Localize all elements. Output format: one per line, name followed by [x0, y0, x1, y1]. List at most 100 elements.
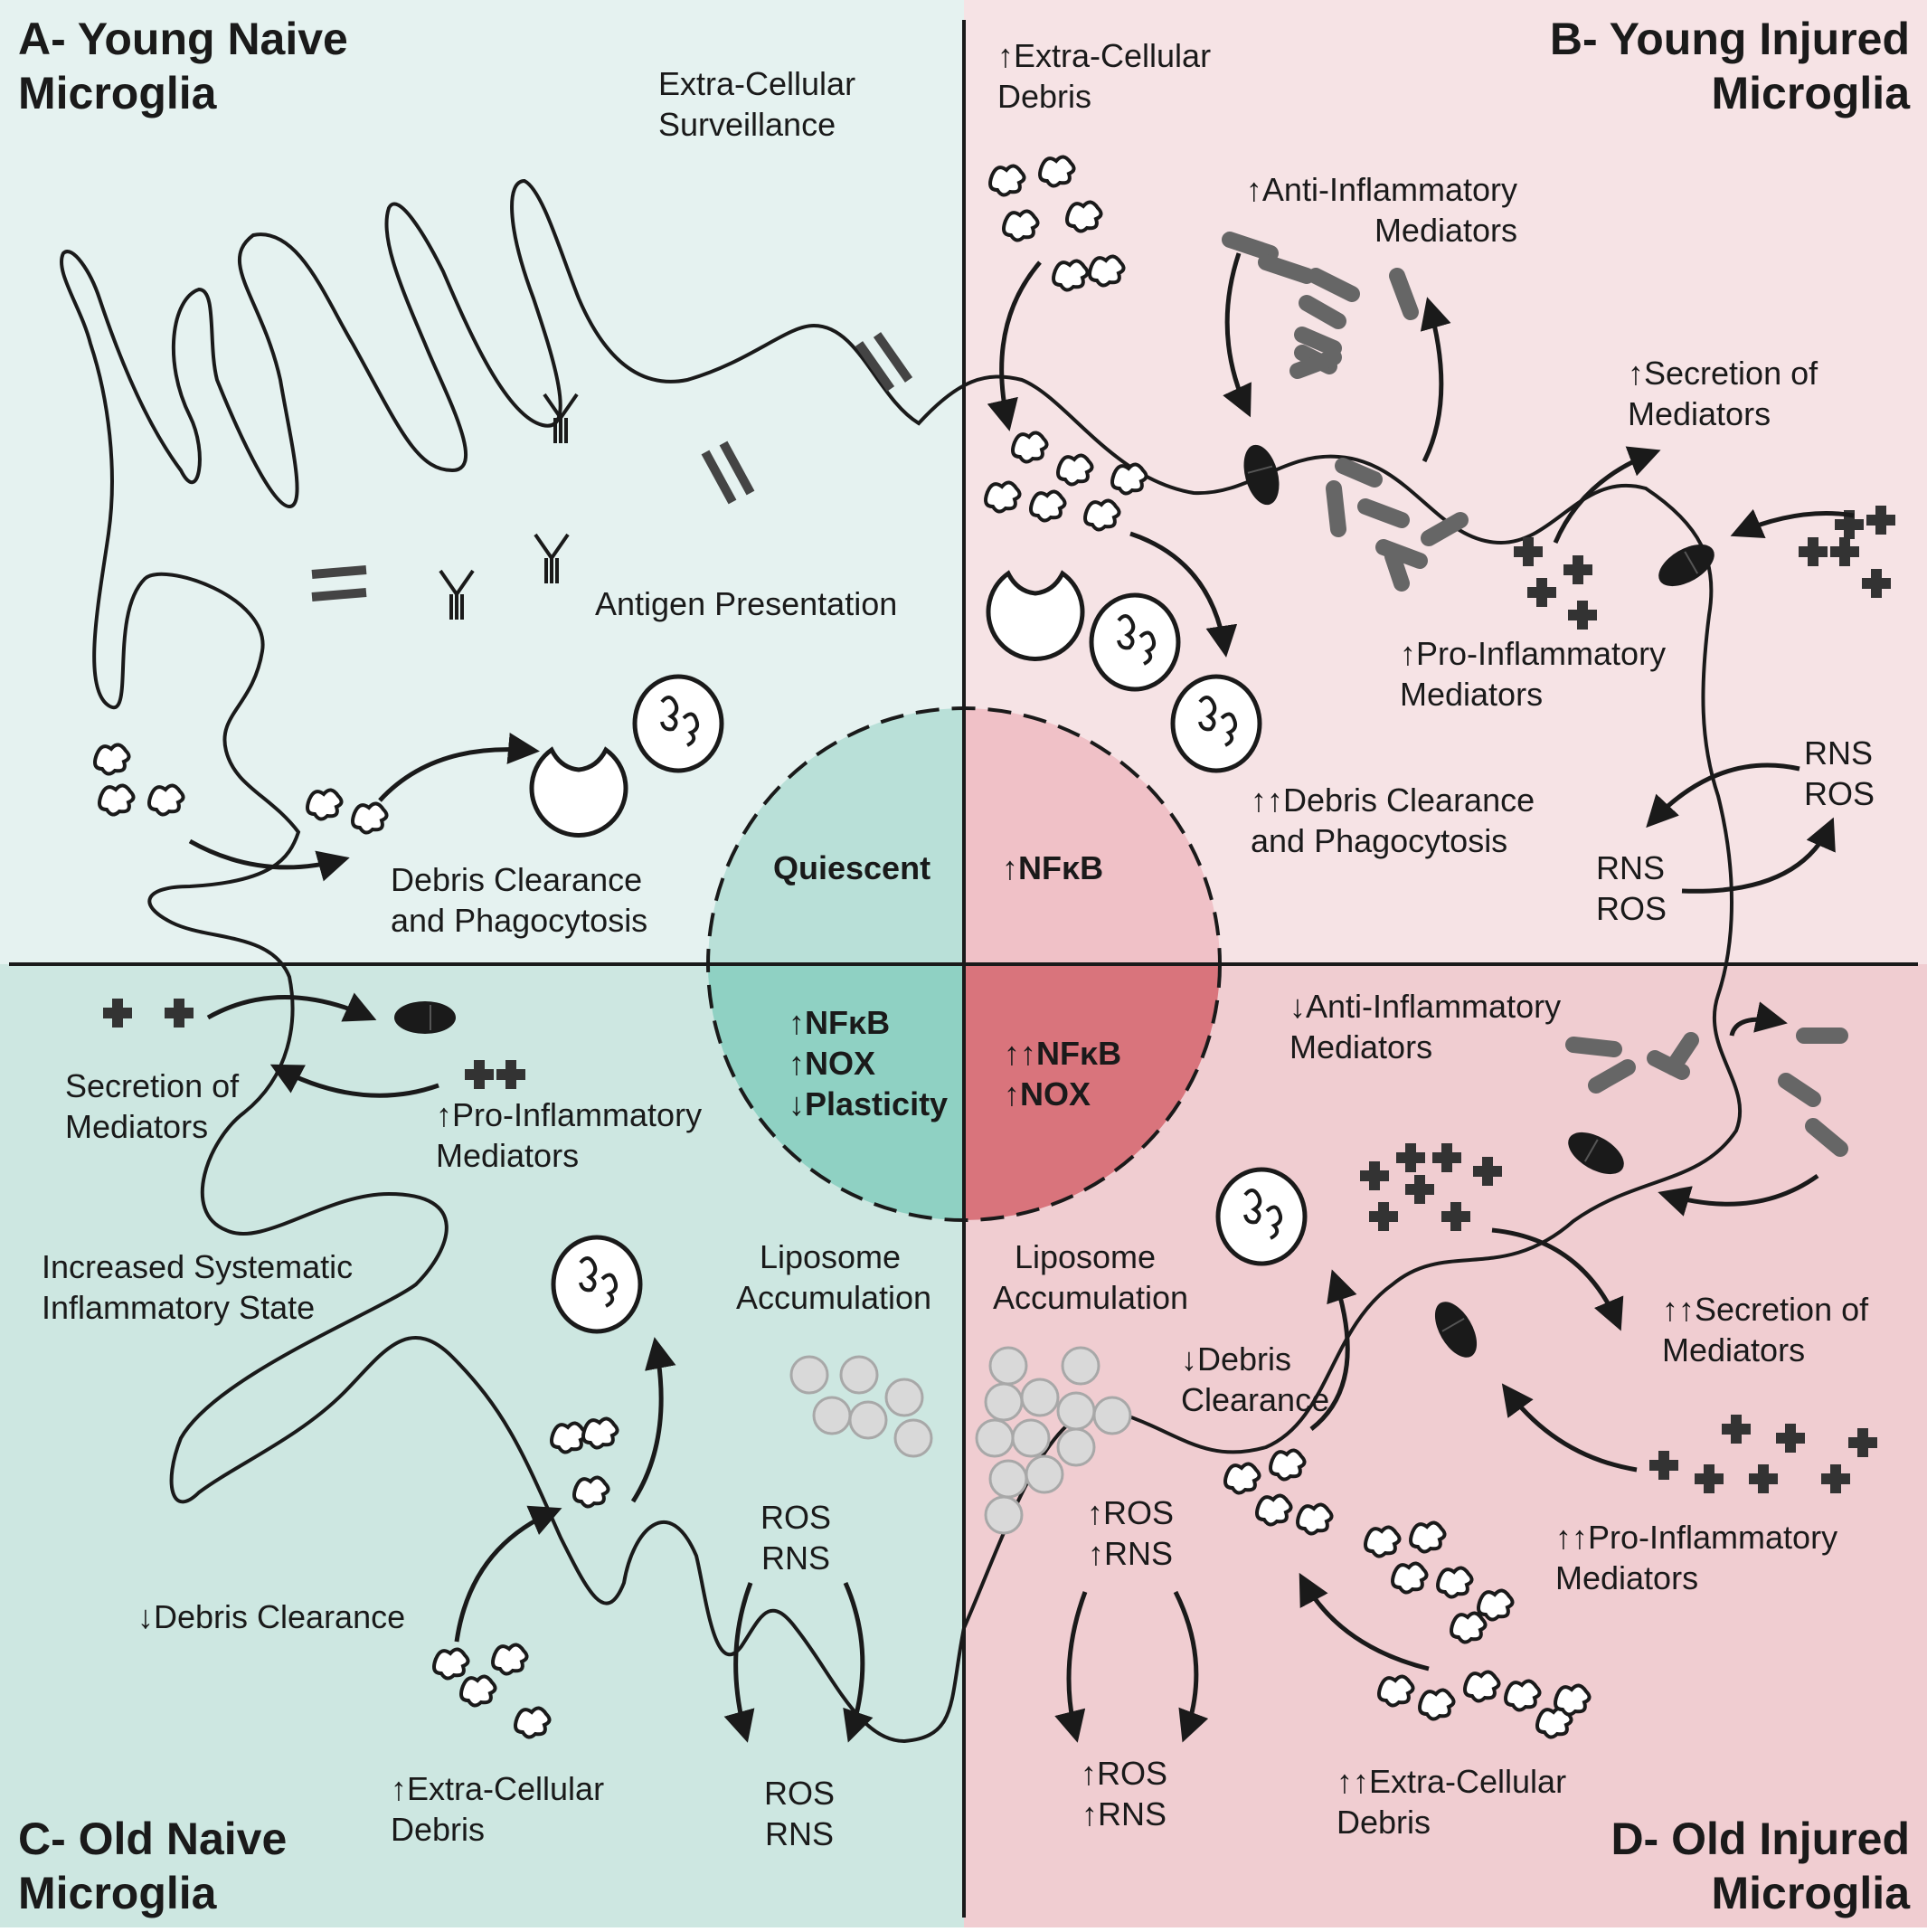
debris-icon	[1088, 254, 1126, 288]
ros-label: ROS	[1804, 775, 1875, 812]
secretion-label: ↑↑Secretion of	[1662, 1291, 1869, 1328]
debris-icon	[1418, 1688, 1456, 1721]
debris-icon	[432, 1647, 470, 1681]
secretion-label: Mediators	[65, 1108, 208, 1145]
systemic-inflammation-label: Increased Systematic	[42, 1248, 353, 1285]
ros-rns-arrow	[843, 1581, 874, 1743]
phagocytosis-arrow	[630, 1337, 676, 1503]
debris-icon	[1110, 462, 1148, 496]
anti-inflammatory-label: ↓Anti-Inflammatory	[1289, 988, 1561, 1025]
antigen-label: Antigen Presentation	[595, 585, 897, 622]
debris-icon	[572, 1475, 610, 1509]
mediator-inflow-arrow	[1730, 508, 1855, 539]
mediator-outflow-arrow	[1420, 297, 1451, 463]
panel-c-title: Microglia	[18, 1868, 218, 1918]
debris-icon	[1029, 489, 1067, 523]
secretion-label: Mediators	[1662, 1331, 1805, 1368]
debris-clearance-label: ↓Debris	[1181, 1340, 1291, 1378]
debris-icon	[1083, 498, 1121, 532]
secretion-arrow	[1553, 446, 1661, 544]
debris-icon	[93, 743, 131, 776]
nfkb-label: ↑NFκB	[789, 1004, 890, 1041]
ros-label: ROS	[760, 1499, 831, 1536]
debris-icon	[306, 788, 344, 821]
panel-b-title: B- Young Injured	[1550, 14, 1910, 64]
nfkb-label: ↑↑NFκB	[1004, 1035, 1121, 1072]
debris-icon	[550, 1421, 588, 1454]
panel-b-title: Microglia	[1712, 68, 1912, 118]
panel-a-title: A- Young Naive	[18, 14, 348, 64]
nox-label: ↑NOX	[789, 1045, 875, 1082]
debris-clearance-label: ↓Debris Clearance	[137, 1598, 405, 1635]
debris-icon	[98, 783, 136, 817]
debris-label: ↑Extra-Cellular	[391, 1770, 604, 1807]
debris-icon	[1463, 1670, 1501, 1703]
ros-rns-arrow	[1681, 817, 1836, 894]
liposome-label: Accumulation	[736, 1279, 931, 1316]
debris-icon	[1364, 1525, 1402, 1558]
mediator-inflow-arrow	[206, 992, 377, 1022]
phagosome-icon	[553, 1237, 640, 1331]
debris-icon	[1052, 259, 1090, 292]
secretion-label: Secretion of	[65, 1067, 240, 1104]
debris-icon	[1038, 155, 1076, 188]
debris-icon	[1056, 453, 1094, 487]
debris-icon	[1436, 1566, 1474, 1599]
quiescent-label: Quiescent	[773, 849, 930, 886]
ros-label: ROS	[1596, 890, 1667, 927]
anti-inflammatory-label: ↑Anti-Inflammatory	[1246, 171, 1517, 208]
mediator-inflow-arrow	[1501, 1383, 1638, 1473]
secretion-arrow	[269, 1064, 439, 1098]
panel-a-title: Microglia	[18, 68, 218, 118]
panel-c-title: C- Old Naive	[18, 1814, 287, 1864]
receptor-icon	[393, 1000, 457, 1035]
ros-rns-arrow	[1054, 1591, 1088, 1743]
debris-icon	[351, 801, 389, 835]
debris-icon	[514, 1706, 552, 1739]
debris-label: ↑Extra-Cellular	[997, 37, 1211, 74]
ros-label: ↑ROS	[1087, 1494, 1174, 1531]
debris-icon	[1011, 431, 1049, 464]
nfkb-label: ↑NFκB	[1002, 849, 1103, 886]
rns-label: RNS	[765, 1815, 834, 1852]
debris-inflow-arrow	[1299, 1572, 1430, 1672]
debris-label: Debris	[1337, 1804, 1431, 1841]
pro-inflammatory-label: ↑↑Pro-Inflammatory	[1555, 1519, 1837, 1556]
systemic-inflammation-label: Inflammatory State	[42, 1289, 315, 1326]
phagocytosis-arrow	[378, 733, 540, 802]
debris-icon	[1377, 1674, 1415, 1708]
pro-inflammatory-label: Mediators	[436, 1137, 579, 1174]
surveillance-label: Extra-Cellular	[658, 65, 855, 102]
anti-inflammatory-mediator-icons	[1222, 232, 1469, 592]
rns-label: RNS	[1804, 734, 1873, 772]
secretion-label: Mediators	[1628, 395, 1771, 432]
plasticity-label: ↓Plasticity	[789, 1085, 948, 1122]
phagosome-icon	[1091, 595, 1178, 689]
debris-label: Debris	[391, 1811, 485, 1848]
mhc-receptor-icon	[311, 332, 913, 601]
rns-label: ↑RNS	[1082, 1795, 1167, 1833]
mediator-inflow-arrow	[1223, 252, 1252, 418]
debris-icon	[1255, 1493, 1293, 1527]
ros-rns-arrow	[1646, 762, 1800, 829]
debris-icon	[1409, 1520, 1447, 1554]
debris-inflow-arrow	[454, 1505, 562, 1643]
debris-icon	[1269, 1448, 1307, 1482]
debris-icon	[984, 480, 1022, 514]
phagosome-icon	[635, 677, 722, 771]
debris-clearance-label: ↑↑Debris Clearance	[1251, 781, 1535, 819]
debris-icon	[459, 1674, 497, 1708]
debris-clearance-label: Clearance	[1181, 1381, 1329, 1418]
debris-icon	[1391, 1561, 1429, 1595]
surveillance-label: Surveillance	[658, 106, 836, 143]
debris-clearance-label: Debris Clearance	[391, 861, 642, 898]
debris-icon	[147, 783, 185, 817]
debris-icon	[1477, 1588, 1515, 1622]
debris-icon	[1450, 1611, 1488, 1644]
rns-label: ↑RNS	[1088, 1535, 1173, 1572]
debris-icon	[1002, 209, 1040, 242]
liposome-label: Liposome	[760, 1238, 901, 1275]
debris-icon	[491, 1643, 529, 1676]
